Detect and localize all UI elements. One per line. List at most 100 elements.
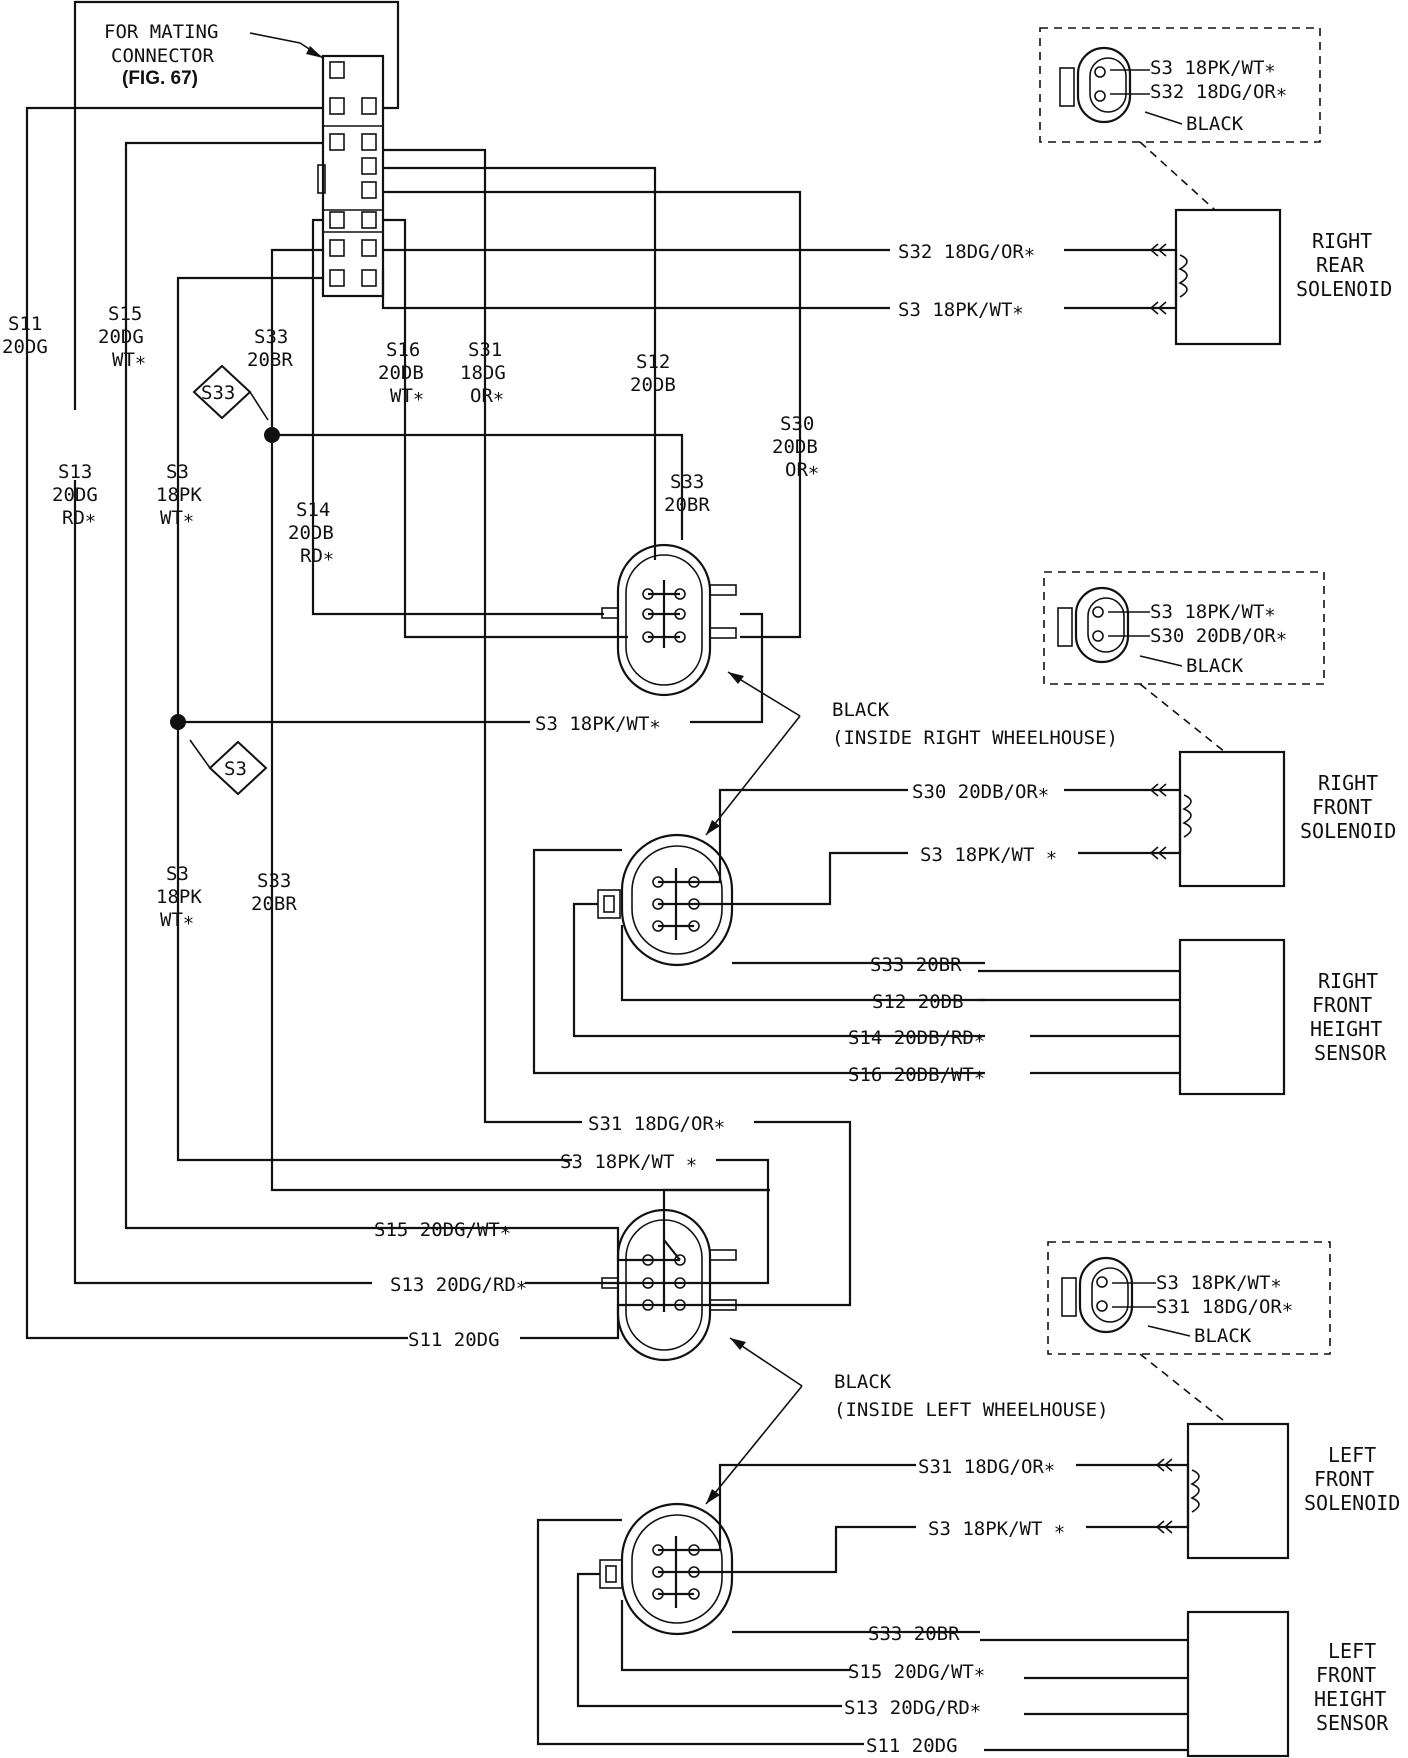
- label-s33-top: S33 20BR: [247, 326, 293, 371]
- component-label-right-rear-solenoid-1: RIGHT: [1312, 229, 1372, 253]
- right-wheelhouse-connector-a: [601, 543, 737, 697]
- wire-label-lfh-s13: S13 20DG/RD∗: [844, 1697, 981, 1719]
- right-rear-solenoid: S32 18DG/OR∗ S3 18PK/WT∗ RIGHT REAR SOLE…: [898, 208, 1392, 346]
- svg-text:BLACK: BLACK: [834, 1371, 892, 1393]
- component-label-right-rear-solenoid-2: REAR: [1316, 253, 1365, 277]
- mating-label-line-3: (FIG. 67): [122, 68, 198, 89]
- component-label-lfh-3: HEIGHT: [1314, 1687, 1386, 1711]
- wire-label-lf-s31: S31 18DG/OR∗: [918, 1456, 1055, 1478]
- vertical-wire-labels: S11 20DG S15 20DG WT∗ S33 20BR S16 20DB …: [2, 303, 819, 931]
- wire-label-rfh-s12: S12 20DB: [872, 991, 964, 1013]
- right-front-height-sensor: RIGHT FRONT HEIGHT SENSOR: [1178, 938, 1387, 1096]
- component-label-left-front-solenoid-1: LEFT: [1328, 1443, 1376, 1467]
- component-label-right-rear-solenoid-3: SOLENOID: [1296, 277, 1392, 301]
- left-front-solenoid: LEFT FRONT SOLENOID: [1148, 1422, 1400, 1560]
- svg-text:RD∗: RD∗: [300, 545, 334, 567]
- inset-left-pin2: S31 18DG/OR∗: [1156, 1296, 1293, 1318]
- inset-left-color: BLACK: [1194, 1325, 1252, 1347]
- label-s11: S11 20DG: [2, 313, 48, 358]
- svg-text:20DB: 20DB: [630, 374, 676, 396]
- svg-text:S12: S12: [636, 351, 670, 373]
- inset-rear-color: BLACK: [1186, 113, 1244, 135]
- svg-text:(INSIDE RIGHT WHEELHOUSE): (INSIDE RIGHT WHEELHOUSE): [832, 727, 1118, 749]
- svg-text:18PK: 18PK: [156, 484, 202, 506]
- svg-text:WT∗: WT∗: [112, 349, 146, 371]
- inset-left-pin1: S3 18PK/WT∗: [1156, 1272, 1282, 1294]
- splice-s33: S33: [192, 364, 280, 443]
- wire-label-lw-s15: S15 20DG/WT∗: [374, 1219, 511, 1241]
- left-wheelhouse-label: BLACK (INSIDE LEFT WHEELHOUSE): [705, 1337, 1109, 1505]
- component-label-left-front-solenoid-2: FRONT: [1314, 1467, 1374, 1491]
- wire-label-mid-s3: S3 18PK/WT∗: [535, 713, 661, 735]
- wire-label-lw-s31: S31 18DG/OR∗: [588, 1113, 725, 1135]
- svg-text:18PK: 18PK: [156, 886, 202, 908]
- wire-label-rf-s30: S30 20DB/OR∗: [912, 781, 1049, 803]
- svg-text:20BR: 20BR: [247, 349, 293, 371]
- label-s12: S12 20DB: [630, 351, 676, 396]
- label-s3-upper: S3 18PK WT∗: [156, 461, 202, 529]
- wire-label-rfh-s14: S14 20DB/RD∗: [848, 1027, 985, 1049]
- component-label-left-front-solenoid-3: SOLENOID: [1304, 1491, 1400, 1515]
- right-wheelhouse-label: BLACK (INSIDE RIGHT WHEELHOUSE): [705, 671, 1118, 836]
- svg-text:20DB: 20DB: [288, 522, 334, 544]
- svg-text:S13: S13: [58, 461, 92, 483]
- label-s14: S14 20DB RD∗: [288, 499, 334, 567]
- label-s31: S31 18DG OR∗: [460, 339, 506, 407]
- svg-text:OR∗: OR∗: [470, 385, 504, 407]
- svg-text:S14: S14: [296, 499, 330, 521]
- inset-rear-pin1: S3 18PK/WT∗: [1150, 57, 1276, 79]
- component-label-rfh-3: HEIGHT: [1310, 1017, 1382, 1041]
- component-label-rfh-1: RIGHT: [1318, 969, 1378, 993]
- svg-text:S31: S31: [468, 339, 502, 361]
- svg-text:S3: S3: [166, 863, 189, 885]
- component-label-rfh-4: SENSOR: [1314, 1041, 1387, 1065]
- left-front-height-sensor: LEFT FRONT HEIGHT SENSOR: [1186, 1610, 1389, 1758]
- svg-text:S33: S33: [670, 471, 704, 493]
- svg-text:RD∗: RD∗: [62, 507, 96, 529]
- wire-label-lw-s3: S3 18PK/WT ∗: [560, 1151, 697, 1173]
- splice-s33-label: S33: [201, 382, 235, 404]
- svg-text:BLACK: BLACK: [832, 699, 890, 721]
- inset-right-front-connector: S3 18PK/WT∗ S30 20DB/OR∗ BLACK: [1043, 571, 1325, 753]
- svg-text:WT∗: WT∗: [390, 385, 424, 407]
- left-wheelhouse-connector-a: [601, 1208, 737, 1362]
- label-s33-lower: S33 20BR: [251, 870, 297, 915]
- svg-text:20DB: 20DB: [378, 362, 424, 384]
- svg-text:20BR: 20BR: [664, 494, 710, 516]
- wire-label-lfh-s11: S11 20DG: [866, 1735, 958, 1757]
- label-s3-lower: S3 18PK WT∗: [156, 863, 202, 931]
- wire-label-lf-s3: S3 18PK/WT ∗: [928, 1518, 1065, 1540]
- plug-symbols: [1149, 243, 1173, 1534]
- wire-label-lfh-s33: S33 20BR: [868, 1623, 960, 1645]
- mating-label-line-2: CONNECTOR: [111, 45, 215, 67]
- svg-text:(INSIDE LEFT WHEELHOUSE): (INSIDE LEFT WHEELHOUSE): [834, 1399, 1109, 1421]
- right-front-connector: [597, 833, 734, 967]
- left-front-connector: [599, 1502, 734, 1636]
- svg-text:S33: S33: [254, 326, 288, 348]
- svg-text:S16: S16: [386, 339, 420, 361]
- svg-text:S3: S3: [166, 461, 189, 483]
- svg-text:20BR: 20BR: [251, 893, 297, 915]
- label-s30: S30 20DB OR∗: [772, 413, 819, 481]
- label-s13: S13 20DG RD∗: [52, 461, 98, 529]
- svg-text:20DG: 20DG: [52, 484, 98, 506]
- mating-label-line-1: FOR MATING: [104, 21, 218, 43]
- label-s15: S15 20DG WT∗: [98, 303, 146, 371]
- wire-label-rfh-s33: S33 20BR: [870, 954, 962, 976]
- inset-front-pin2: S30 20DB/OR∗: [1150, 625, 1287, 647]
- left-front-wires: S31 18DG/OR∗ S3 18PK/WT ∗ S33 20BR S15 2…: [536, 1456, 1188, 1757]
- svg-text:WT∗: WT∗: [160, 507, 194, 529]
- wire-label-lfh-s15: S15 20DG/WT∗: [848, 1661, 985, 1683]
- component-label-lfh-4: SENSOR: [1316, 1711, 1389, 1735]
- component-label-right-front-solenoid-3: SOLENOID: [1300, 819, 1396, 843]
- component-label-rfh-2: FRONT: [1312, 993, 1372, 1017]
- svg-text:S33: S33: [257, 870, 291, 892]
- main-connector: [317, 54, 385, 298]
- svg-text:S15: S15: [108, 303, 142, 325]
- svg-text:WT∗: WT∗: [160, 909, 194, 931]
- label-s33-middle: S33 20BR: [664, 471, 710, 516]
- svg-text:S11: S11: [8, 313, 42, 335]
- inset-front-color: BLACK: [1186, 655, 1244, 677]
- splice-s3-label: S3: [224, 758, 247, 780]
